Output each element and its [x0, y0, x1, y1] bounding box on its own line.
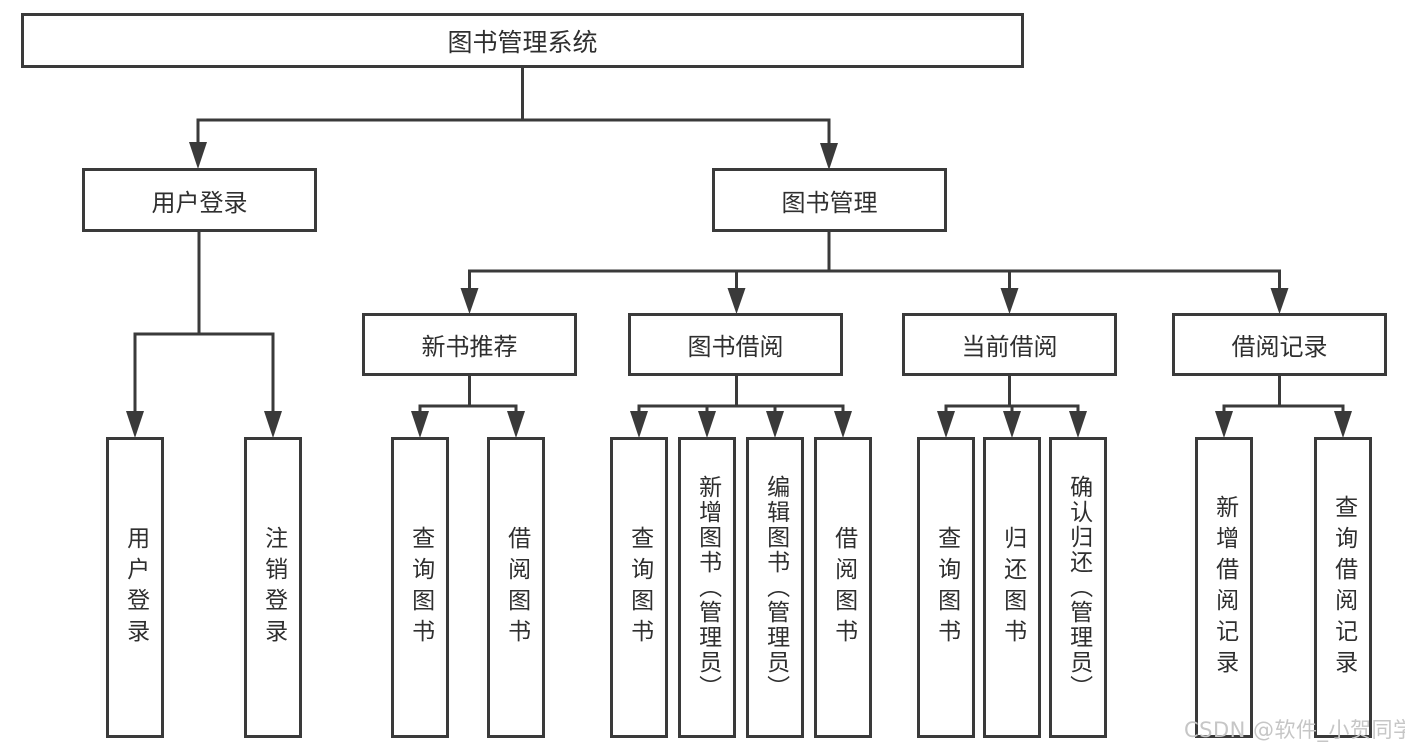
leaf-recommend-query-books-label: 查询图书	[407, 525, 434, 650]
leaf-recommend-query-books: 查询图书	[391, 437, 449, 738]
leaf-borrowing-query-books-label: 查询图书	[626, 525, 653, 650]
node-book-management-label: 图书管理	[781, 188, 878, 217]
leaf-current-return-books: 归还图书	[983, 437, 1041, 738]
leaf-recommend-borrow-books: 借阅图书	[487, 437, 545, 738]
leaf-borrowing-query-books: 查询图书	[610, 437, 668, 738]
leaf-records-query-record: 查询借阅记录	[1314, 437, 1372, 738]
node-new-book-recommend-label: 新书推荐	[421, 333, 518, 361]
leaf-recommend-borrow-books-label: 借阅图书	[503, 525, 530, 650]
leaf-current-query-books-label: 查询图书	[933, 525, 960, 650]
node-root-label: 图书管理系统	[447, 27, 598, 57]
node-borrowing-records: 借阅记录	[1172, 313, 1387, 376]
node-root: 图书管理系统	[21, 13, 1024, 68]
leaf-logout-label: 注销登录	[260, 525, 287, 650]
leaf-borrowing-borrow-books-label: 借阅图书	[830, 525, 857, 650]
node-new-book-recommend: 新书推荐	[362, 313, 577, 376]
node-user-login-label: 用户登录	[151, 188, 248, 217]
node-current-borrowing-label: 当前借阅	[961, 333, 1058, 361]
leaf-borrowing-borrow-books: 借阅图书	[814, 437, 872, 738]
leaf-user-login: 用户登录	[106, 437, 164, 738]
leaf-borrowing-add-books-admin-label: 新增图书（管理员）	[694, 475, 721, 700]
leaf-user-login-label: 用户登录	[122, 525, 149, 650]
leaf-borrowing-edit-books-admin: 编辑图书（管理员）	[746, 437, 804, 738]
node-user-login: 用户登录	[82, 168, 317, 232]
leaf-current-query-books: 查询图书	[917, 437, 975, 738]
leaf-records-add-record: 新增借阅记录	[1195, 437, 1253, 738]
leaf-current-confirm-return-admin: 确认归还（管理员）	[1049, 437, 1107, 738]
leaf-borrowing-edit-books-admin-label: 编辑图书（管理员）	[762, 475, 789, 700]
leaf-current-confirm-return-admin-label: 确认归还（管理员）	[1065, 475, 1092, 700]
node-borrowing-records-label: 借阅记录	[1231, 333, 1328, 361]
node-book-borrowing-label: 图书借阅	[687, 333, 784, 361]
leaf-records-add-record-label: 新增借阅记录	[1211, 494, 1238, 681]
node-current-borrowing: 当前借阅	[902, 313, 1117, 376]
leaf-current-return-books-label: 归还图书	[999, 525, 1026, 650]
leaf-records-query-record-label: 查询借阅记录	[1330, 494, 1357, 681]
node-book-borrowing: 图书借阅	[628, 313, 843, 376]
leaf-borrowing-add-books-admin: 新增图书（管理员）	[678, 437, 736, 738]
watermark-text: CSDN @软件_小贺同学	[1184, 718, 1405, 742]
leaf-logout: 注销登录	[244, 437, 302, 738]
node-book-management: 图书管理	[712, 168, 947, 232]
